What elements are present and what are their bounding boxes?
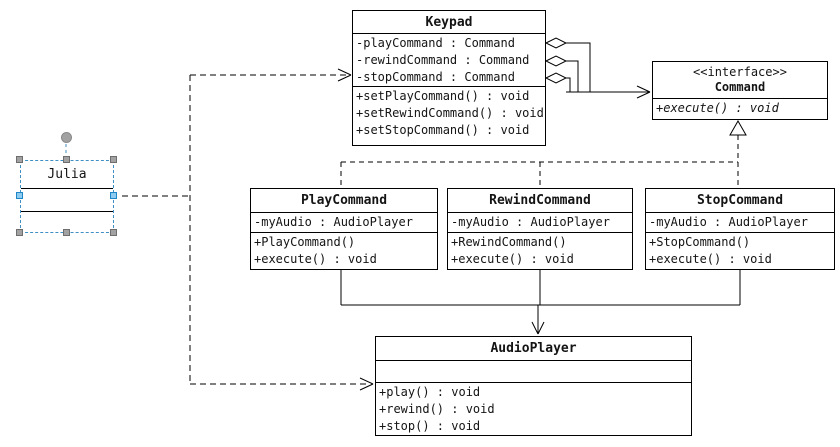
method: +play() : void	[379, 385, 481, 399]
class-box-audioplayer[interactable]: AudioPlayer +play() : void +rewind() : v…	[375, 336, 692, 436]
class-box-command-interface[interactable]: <<interface>> Command +execute() : void	[652, 61, 828, 120]
attributes-section: -myAudio : AudioPlayer	[646, 212, 834, 232]
resize-handle-top-left[interactable]	[16, 156, 23, 163]
attributes-section: -myAudio : AudioPlayer	[251, 212, 437, 232]
methods-section: +RewindCommand() +execute() : void	[448, 232, 632, 269]
attributes-section: -myAudio : AudioPlayer	[448, 212, 632, 232]
method: +stop() : void	[379, 419, 481, 433]
attribute: -playCommand : Command	[356, 36, 515, 50]
methods-section: +setPlayCommand() : void +setRewindComma…	[353, 86, 545, 145]
attribute: -rewindCommand : Command	[356, 53, 530, 67]
methods-section: +PlayCommand() +execute() : void	[251, 232, 437, 269]
resize-handle-middle-right[interactable]	[110, 192, 117, 199]
method: +setPlayCommand() : void	[356, 89, 530, 103]
open-arrowhead-icon	[531, 321, 545, 335]
aggregation-diamond-icon	[544, 72, 568, 84]
resize-handle-top-center[interactable]	[63, 156, 70, 163]
method: +execute() : void	[649, 252, 772, 266]
method: +RewindCommand()	[451, 235, 567, 249]
attribute: -myAudio : AudioPlayer	[254, 215, 413, 229]
aggregation-diamond-icon	[544, 37, 568, 49]
attribute: -myAudio : AudioPlayer	[451, 215, 610, 229]
aggregation-keypad-command[interactable]	[544, 37, 651, 99]
resize-handle-middle-left[interactable]	[16, 192, 23, 199]
class-title: Command	[714, 80, 766, 94]
dependency-julia-links[interactable]	[122, 68, 374, 391]
method: +execute() : void	[656, 101, 779, 115]
class-title: RewindCommand	[489, 193, 591, 208]
class-title: AudioPlayer	[490, 341, 577, 356]
generalization-triangle-icon	[729, 119, 747, 136]
open-arrowhead-icon	[636, 85, 651, 99]
aggregation-diamond-icon	[544, 55, 568, 67]
open-arrowhead-icon	[337, 68, 352, 82]
open-arrowhead-icon	[359, 377, 374, 391]
stereotype-label: <<interface>>	[693, 65, 787, 79]
rotation-handle[interactable]	[61, 132, 72, 143]
method: +execute() : void	[451, 252, 574, 266]
association-commands-audioplayer[interactable]	[340, 270, 741, 335]
attribute: -stopCommand : Command	[356, 70, 515, 84]
section-divider	[21, 188, 113, 189]
class-box-julia-selected[interactable]: Julia	[20, 160, 114, 233]
attributes-section	[376, 360, 691, 382]
class-box-stopcommand[interactable]: StopCommand -myAudio : AudioPlayer +Stop…	[645, 188, 835, 270]
resize-handle-bottom-center[interactable]	[63, 229, 70, 236]
resize-handle-bottom-right[interactable]	[110, 229, 117, 236]
class-title: StopCommand	[696, 193, 784, 208]
methods-section: +StopCommand() +execute() : void	[646, 232, 834, 269]
realization-commands-commandinterface[interactable]	[340, 119, 747, 188]
method: +rewind() : void	[379, 402, 495, 416]
class-title: Keypad	[425, 14, 473, 30]
class-title: Julia	[47, 166, 87, 182]
methods-section: +play() : void +rewind() : void +stop() …	[376, 382, 691, 435]
method: +execute() : void	[254, 252, 377, 266]
class-box-keypad[interactable]: Keypad -playCommand : Command -rewindCom…	[352, 10, 546, 146]
attribute: -myAudio : AudioPlayer	[649, 215, 808, 229]
method: +setRewindCommand() : void	[356, 106, 544, 120]
attributes-section: -playCommand : Command -rewindCommand : …	[353, 33, 545, 86]
section-divider	[21, 211, 113, 212]
method: +setStopCommand() : void	[356, 123, 530, 137]
class-title: PlayCommand	[300, 193, 388, 208]
method: +StopCommand()	[649, 235, 751, 249]
methods-section: +execute() : void	[653, 98, 827, 119]
method: +PlayCommand()	[254, 235, 356, 249]
resize-handle-top-right[interactable]	[110, 156, 117, 163]
resize-handle-bottom-left[interactable]	[16, 229, 23, 236]
class-box-playcommand[interactable]: PlayCommand -myAudio : AudioPlayer +Play…	[250, 188, 438, 270]
class-box-rewindcommand[interactable]: RewindCommand -myAudio : AudioPlayer +Re…	[447, 188, 633, 270]
